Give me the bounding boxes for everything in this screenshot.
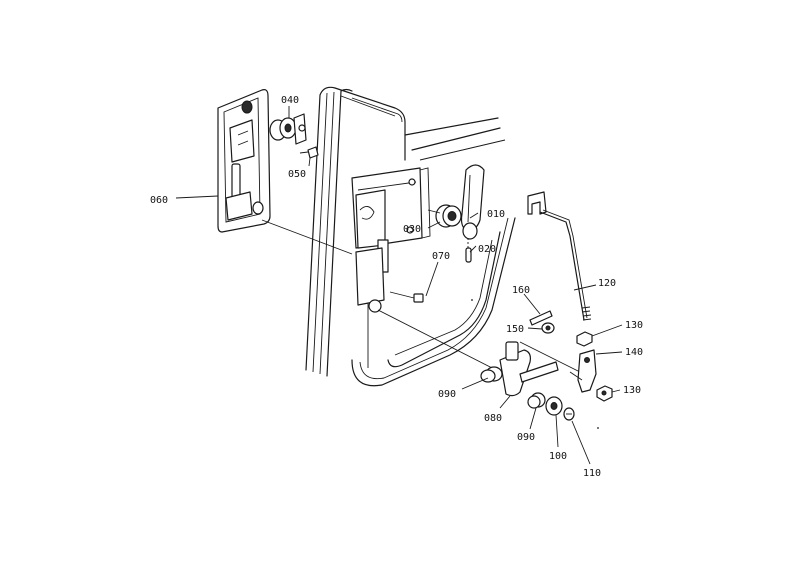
- screw-050: [299, 146, 319, 159]
- part-label-110: 110: [583, 468, 601, 479]
- washer-100: [545, 396, 563, 416]
- linkage-lever-080: [377, 309, 581, 397]
- stray-dot: [597, 427, 599, 429]
- part-label-060: 060: [150, 195, 168, 206]
- part-label-120: 120: [598, 278, 616, 289]
- key-cylinder-040: [269, 113, 307, 145]
- handle-bracket-plate: [351, 167, 431, 313]
- part-label-070: 070: [432, 251, 450, 262]
- part-label-130-lower: 130: [623, 385, 641, 396]
- part-label-130-upper: 130: [625, 320, 643, 331]
- washer-150: [541, 322, 555, 334]
- outer-handle-060: [217, 89, 353, 255]
- part-label-020: 020: [478, 244, 496, 255]
- bushing-090-left: [480, 366, 503, 383]
- part-label-160: 160: [512, 285, 530, 296]
- bolt-070: [389, 291, 424, 303]
- bushing-090-right: [527, 392, 546, 409]
- part-label-150: 150: [506, 324, 524, 335]
- part-label-090-left: 090: [438, 389, 456, 400]
- leader-lines: [175, 106, 623, 465]
- clip-110: [563, 407, 575, 421]
- part-label-010: 010: [487, 209, 505, 220]
- stray-dot: [471, 299, 473, 301]
- part-label-140: 140: [625, 347, 643, 358]
- part-label-050: 050: [288, 169, 306, 180]
- nut-130-lower: [596, 385, 613, 402]
- part-label-080: 080: [484, 413, 502, 424]
- part-label-040: 040: [281, 95, 299, 106]
- nut-130-upper: [576, 331, 593, 347]
- handle-lever-010: [460, 164, 485, 240]
- part-label-100: 100: [549, 451, 567, 462]
- pin-020: [465, 238, 472, 263]
- boss-030: [427, 204, 462, 228]
- part-label-090-right: 090: [517, 432, 535, 443]
- part-label-030: 030: [403, 224, 421, 235]
- door-frame: [305, 86, 516, 387]
- pin-160: [529, 310, 553, 326]
- rod-end-140: [569, 349, 597, 393]
- rod-120: [527, 191, 592, 321]
